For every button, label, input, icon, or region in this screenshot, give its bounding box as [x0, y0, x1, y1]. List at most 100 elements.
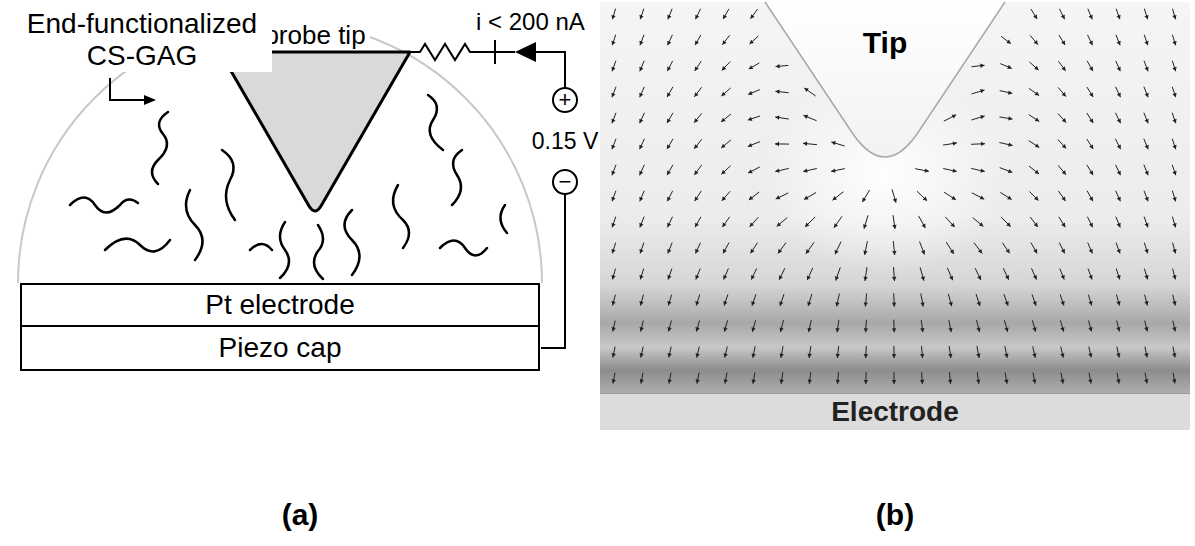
tip-fill [765, 2, 1005, 157]
field-arrow-shaft [640, 217, 644, 228]
field-arrow-shaft [724, 320, 727, 331]
field-arrow-head [1061, 223, 1065, 228]
field-arrow-head [1008, 116, 1012, 120]
field-arrow-head [751, 249, 755, 254]
field-arrow-head [694, 170, 698, 175]
node-label: Piezo cap [219, 333, 342, 364]
field-arrow-head [1088, 327, 1092, 331]
field-arrow-head [695, 41, 699, 46]
field-arrow-head [1060, 353, 1064, 357]
callout-label: End-functionalized CS-GAG [12, 8, 272, 72]
field-arrow-shaft [752, 294, 756, 305]
field-arrow-head [893, 198, 897, 202]
field-arrow-head [834, 223, 838, 228]
field-arrow-shaft [694, 139, 702, 148]
field-background [600, 2, 1190, 394]
terminal-sign-holder: + [559, 89, 572, 111]
wire [541, 194, 565, 348]
field-arrow-shaft [1003, 268, 1008, 279]
field-arrow-head [775, 115, 779, 119]
field-arrow-shaft [750, 36, 759, 44]
field-arrow-head [695, 197, 699, 202]
field-arrow-head [892, 277, 896, 281]
field-arrow-shaft [1059, 217, 1065, 227]
field-arrow-shaft [612, 9, 615, 20]
field-arrow-head [1172, 353, 1176, 357]
field-arrow-shaft [1172, 35, 1175, 46]
field-arrow-head [1004, 327, 1008, 331]
field-arrow-shaft [1144, 191, 1148, 202]
field-arrow-head [807, 328, 811, 332]
field-arrow-head [976, 354, 980, 358]
field-arrow-head [695, 301, 699, 306]
node-label: Electrode [831, 397, 959, 428]
field-arrow-head [808, 354, 812, 358]
field-arrow-shaft [748, 90, 760, 95]
field-arrow-shaft [1116, 295, 1119, 306]
field-arrow-shaft [724, 294, 728, 305]
field-arrow-shaft [751, 243, 758, 254]
field-arrow-head [1172, 223, 1176, 228]
field-arrow-shaft [945, 217, 954, 227]
field-arrow-head [808, 380, 812, 384]
field-arrow-shaft [1032, 320, 1035, 331]
current-label-holder: i < 200 nA [476, 10, 585, 34]
field-arrow-shaft [722, 62, 730, 71]
field-arrow-shaft [919, 216, 926, 228]
field-arrow-head [639, 171, 643, 176]
field-arrow-shaft [1001, 217, 1010, 226]
node-label: probe tip [260, 20, 369, 50]
field-arrow-head [640, 327, 644, 331]
field-arrow-shaft [1172, 217, 1175, 228]
field-arrow-shaft [723, 243, 729, 254]
field-arrow-head [611, 275, 615, 279]
field-arrow-head [1117, 15, 1121, 19]
field-arrow-head [979, 222, 984, 226]
field-arrow-shaft [722, 191, 730, 200]
strand [345, 210, 360, 275]
field-arrow-shaft [805, 217, 815, 227]
field-arrow-shaft [1002, 243, 1009, 254]
field-arrow-shaft [750, 217, 759, 227]
field-arrow-shaft [807, 268, 813, 280]
field-arrow-head [611, 41, 615, 46]
field-arrow-head [611, 223, 615, 228]
field-arrow-head [1144, 301, 1148, 305]
field-arrow-head [722, 66, 726, 71]
field-arrow-head [892, 251, 896, 255]
field-arrow-shaft [1144, 165, 1148, 176]
field-arrow-head [949, 302, 953, 306]
field-arrow-head [980, 64, 984, 68]
field-arrow-head [750, 40, 754, 44]
field-arrow-head [778, 249, 782, 254]
field-arrow-shaft [1088, 35, 1093, 45]
field-arrow-head [807, 276, 811, 281]
field-arrow-head [1117, 41, 1121, 46]
field-arrow-shaft [640, 87, 645, 97]
field-arrow-head [748, 143, 753, 147]
field-arrow-head [836, 354, 840, 358]
battery-plus-terminal [553, 88, 577, 112]
field-arrow-shaft [917, 191, 927, 201]
field-arrow-head [751, 14, 755, 18]
field-arrow-shaft [920, 267, 924, 280]
field-arrow-head [1035, 144, 1040, 148]
field-arrow-shaft [1116, 217, 1120, 228]
field-arrow-shaft [946, 242, 954, 254]
field-arrow-head [952, 115, 957, 119]
field-arrow-head [1117, 145, 1121, 150]
field-arrow-shaft [752, 320, 755, 332]
field-arrow-head [1035, 117, 1040, 121]
field-arrow-shaft [667, 61, 672, 71]
field-arrow-head [804, 115, 809, 119]
field-arrow-head [612, 327, 616, 331]
field-arrow-head [1089, 15, 1093, 20]
field-arrow-head [1117, 197, 1121, 202]
field-arrow-shaft [833, 192, 844, 201]
field-arrow-head [1116, 353, 1120, 357]
field-arrow-shaft [1088, 9, 1092, 20]
field-arrow-shaft [1032, 268, 1037, 279]
field-arrow-shaft [668, 35, 673, 45]
field-arrow-head [611, 67, 615, 72]
field-arrow-head [1144, 41, 1148, 46]
